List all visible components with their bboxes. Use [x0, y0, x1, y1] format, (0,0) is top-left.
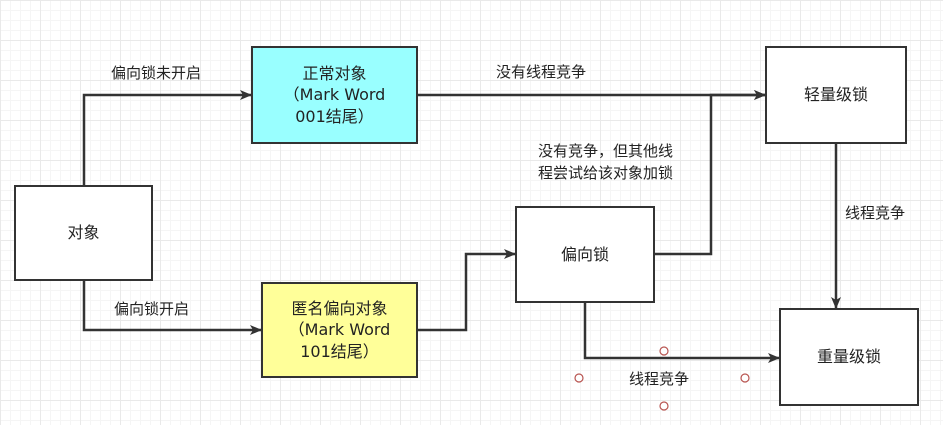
selection-handle-right[interactable]: [740, 373, 750, 383]
edge-label-biased-disabled: 偏向锁未开启: [111, 64, 202, 82]
edge-label-no-contention-other-thread: 没有竞争，但其他线 程尝试给该对象加锁: [538, 142, 674, 182]
node-normal-object[interactable]: 正常对象 （Mark Word 001结尾）: [251, 46, 418, 144]
edge-label-thread-contention-bottom[interactable]: 线程竞争: [629, 370, 690, 388]
selection-handle-top[interactable]: [659, 346, 669, 356]
selection-handle-bottom[interactable]: [659, 401, 669, 411]
edge-object-to-normal: [82, 90, 252, 185]
node-object[interactable]: 对象: [14, 185, 153, 281]
edge-biased-to-lightweight: [655, 90, 766, 256]
edge-object-to-anonymous: [82, 281, 262, 335]
edge-label-no-thread-contention: 没有线程竞争: [496, 63, 587, 81]
edge-label-thread-contention-right: 线程竞争: [845, 204, 906, 222]
edge-anonymous-to-biased: [418, 249, 516, 332]
node-heavyweight-lock[interactable]: 重量级锁: [779, 308, 919, 406]
edge-label-biased-enabled: 偏向锁开启: [114, 300, 190, 318]
node-anonymous-biased-object[interactable]: 匿名偏向对象 （Mark Word 101结尾）: [261, 282, 418, 378]
selection-handle-left[interactable]: [574, 373, 584, 383]
node-lightweight-lock[interactable]: 轻量级锁: [765, 46, 907, 144]
edge-biased-to-heavyweight: [583, 303, 780, 363]
node-biased-lock[interactable]: 偏向锁: [515, 206, 655, 303]
